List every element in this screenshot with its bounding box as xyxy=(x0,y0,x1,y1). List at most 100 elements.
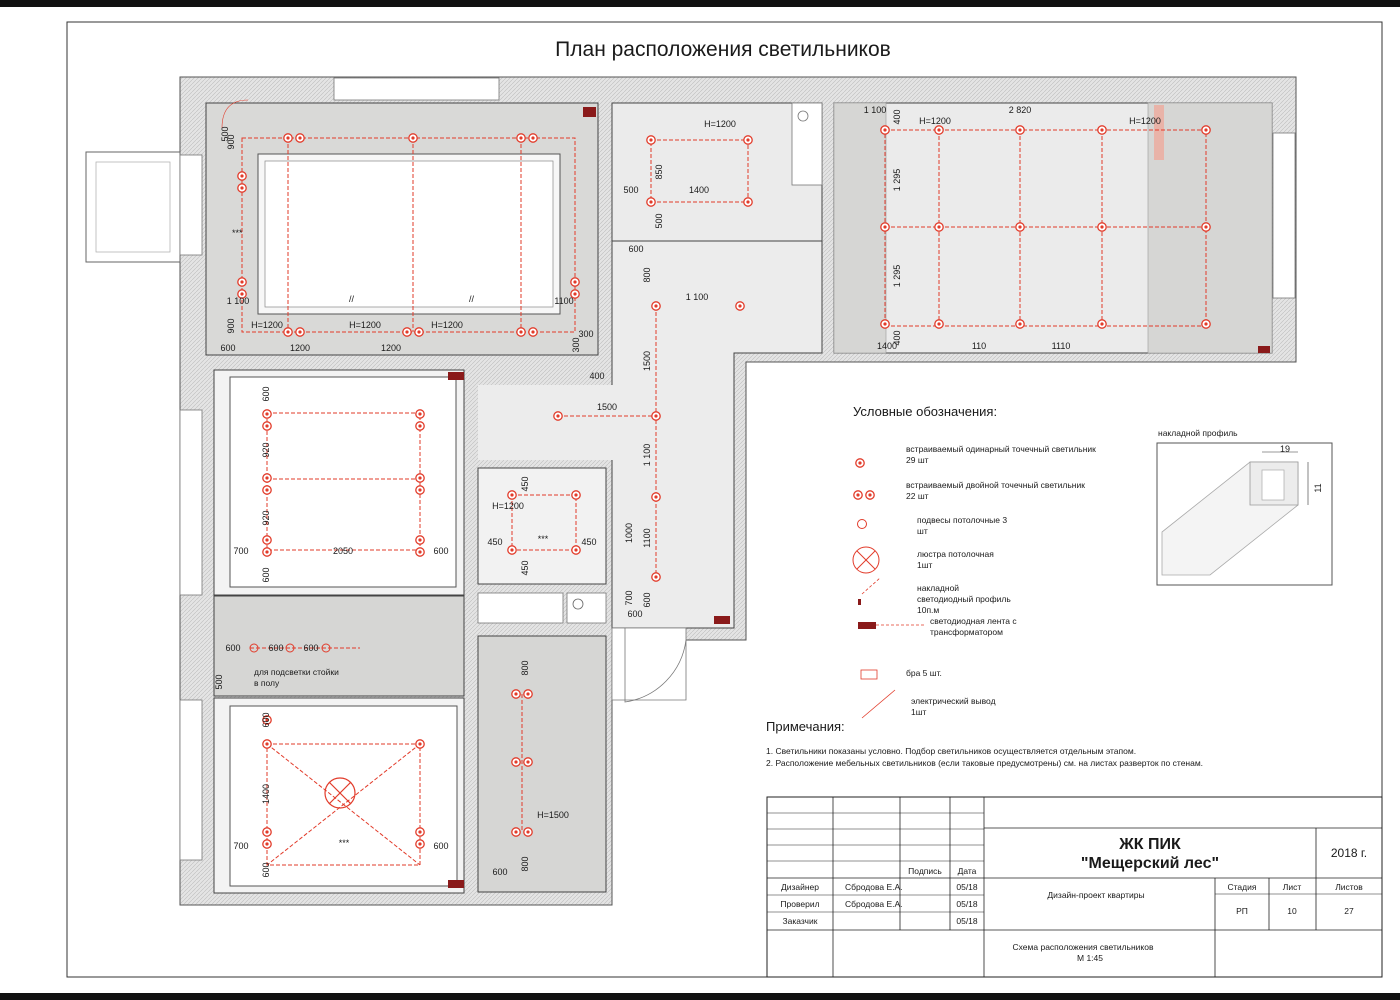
svg-text:накладной: накладной xyxy=(917,583,959,593)
svg-text:1000: 1000 xyxy=(624,523,634,543)
bottom-border xyxy=(0,993,1400,1000)
svg-text:1100: 1100 xyxy=(554,296,573,306)
svg-text:1500: 1500 xyxy=(642,351,652,371)
svg-text:300: 300 xyxy=(578,329,593,339)
legend-double-spotlight-symbol xyxy=(854,491,874,499)
svg-text:29 шт: 29 шт xyxy=(906,455,929,465)
svg-text:***: *** xyxy=(232,228,243,238)
pendant xyxy=(321,643,331,653)
svg-text:светодиодный профиль: светодиодный профиль xyxy=(917,594,1011,604)
svg-text:10п.м: 10п.м xyxy=(917,605,939,615)
spotlight xyxy=(880,125,890,135)
svg-text:1100: 1100 xyxy=(642,528,652,547)
svg-text:05/18: 05/18 xyxy=(956,882,978,892)
svg-text:600: 600 xyxy=(220,343,235,353)
spotlight xyxy=(880,319,890,329)
svg-text:900: 900 xyxy=(226,134,236,149)
svg-text:11: 11 xyxy=(1313,483,1323,492)
spotlight xyxy=(262,739,272,749)
balcony xyxy=(85,151,181,263)
svg-text:Примечания:: Примечания: xyxy=(766,719,845,734)
svg-text:1 100: 1 100 xyxy=(864,105,887,115)
fixtures xyxy=(238,125,1211,848)
svg-text:1110: 1110 xyxy=(1052,341,1071,351)
svg-text:400: 400 xyxy=(892,109,902,124)
svg-text:600: 600 xyxy=(268,643,283,653)
svg-text:Лист: Лист xyxy=(1283,882,1302,892)
svg-text:2050: 2050 xyxy=(333,546,353,556)
svg-text:400: 400 xyxy=(892,330,902,345)
svg-text:ЖК ПИК: ЖК ПИК xyxy=(1118,836,1181,853)
svg-text:H=1500: H=1500 xyxy=(537,810,569,820)
svg-text:1 295: 1 295 xyxy=(892,265,902,288)
svg-text:1200: 1200 xyxy=(290,343,310,353)
svg-text:500: 500 xyxy=(623,185,638,195)
svg-text:600: 600 xyxy=(628,244,643,254)
svg-text:1400: 1400 xyxy=(689,185,709,195)
svg-text:800: 800 xyxy=(520,660,530,675)
spotlight xyxy=(507,545,517,555)
svg-text:850: 850 xyxy=(654,164,664,179)
spotlight xyxy=(1201,125,1211,135)
svg-text:H=1200: H=1200 xyxy=(1129,116,1161,126)
spotlight xyxy=(571,545,581,555)
svg-text:400: 400 xyxy=(589,371,604,381)
legend-sconce-symbol xyxy=(860,669,878,680)
svg-text:1. Светильники показаны условн: 1. Светильники показаны условно. Подбор … xyxy=(766,746,1136,756)
spotlight xyxy=(553,411,563,421)
svg-text:600: 600 xyxy=(642,592,652,607)
room-kitchen xyxy=(611,102,823,242)
svg-text:450: 450 xyxy=(520,476,530,491)
svg-text:Сбродова Е.А.: Сбродова Е.А. xyxy=(845,899,903,909)
svg-text:H=1200: H=1200 xyxy=(431,320,463,330)
spotlight xyxy=(880,222,890,232)
spotlight xyxy=(1201,222,1211,232)
svg-text:Дизайнер: Дизайнер xyxy=(781,882,819,892)
svg-text:800: 800 xyxy=(520,856,530,871)
svg-text:300: 300 xyxy=(571,337,581,352)
svg-text:Условные обозначения:: Условные обозначения: xyxy=(853,404,997,419)
svg-text:450: 450 xyxy=(520,560,530,575)
svg-text:700: 700 xyxy=(233,841,248,851)
svg-text:Дизайн-проект квартиры: Дизайн-проект квартиры xyxy=(1047,890,1144,900)
svg-text:H=1200: H=1200 xyxy=(704,119,736,129)
spotlight xyxy=(1097,319,1107,329)
room-corridor xyxy=(611,240,823,629)
svg-text:в полу: в полу xyxy=(254,678,280,688)
spotlight xyxy=(743,197,753,207)
spotlight xyxy=(651,411,661,421)
svg-text:27: 27 xyxy=(1344,906,1354,916)
svg-text:500: 500 xyxy=(654,213,664,228)
svg-text:10: 10 xyxy=(1287,906,1297,916)
spotlight xyxy=(1097,125,1107,135)
svg-text:"Мещерский лес": "Мещерский лес" xyxy=(1081,855,1219,872)
pendant xyxy=(285,643,295,653)
svg-text:450: 450 xyxy=(581,537,596,547)
svg-text:110: 110 xyxy=(972,341,986,351)
svg-text:22 шт: 22 шт xyxy=(906,491,929,501)
svg-text:600: 600 xyxy=(433,841,448,851)
svg-text:500: 500 xyxy=(220,126,230,141)
spotlight xyxy=(415,739,425,749)
svg-text:600: 600 xyxy=(433,546,448,556)
spotlight xyxy=(507,490,517,500)
svg-text:600: 600 xyxy=(261,386,271,401)
room-bathroom xyxy=(477,467,607,585)
window xyxy=(179,409,203,596)
svg-text:600: 600 xyxy=(261,862,271,877)
spotlight xyxy=(1015,222,1025,232)
svg-text:1шт: 1шт xyxy=(917,560,933,570)
led-strip-mark xyxy=(583,107,596,117)
spotlight xyxy=(651,301,661,311)
room-passage xyxy=(213,595,465,697)
svg-text:***: *** xyxy=(339,838,350,848)
svg-text:H=1200: H=1200 xyxy=(251,320,283,330)
svg-text:Листов: Листов xyxy=(1335,882,1363,892)
legend: Условные обозначения: встраиваемый одина… xyxy=(852,404,1096,719)
window xyxy=(333,77,500,101)
spotlight xyxy=(934,125,944,135)
svg-text:Дата: Дата xyxy=(958,866,977,876)
svg-text:подвесы потолочные 3: подвесы потолочные 3 xyxy=(917,515,1007,525)
svg-text:2018 г.: 2018 г. xyxy=(1331,846,1367,860)
